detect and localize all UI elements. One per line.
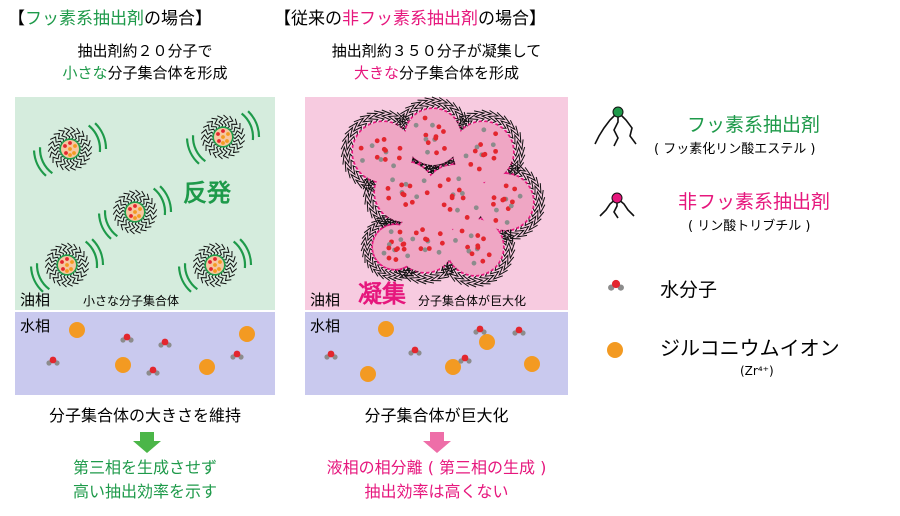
repulsion-arc: [247, 110, 261, 138]
right-subtitle-line1: 抽出剤約３５０分子が凝集して: [331, 42, 542, 60]
left-water-molecules: [46, 322, 255, 376]
repulsion-arc: [32, 150, 47, 177]
large-aggregate-drawing: [340, 96, 546, 288]
repulsion-arc: [87, 124, 102, 153]
repulsion-arc: [152, 187, 167, 216]
left-outcome: 第三相を生成させず 高い抽出効率を示す: [0, 456, 290, 504]
legend-zr-formula: (Zr⁴⁺): [740, 364, 774, 378]
right-subtitle-highlight: 大きな: [353, 64, 399, 82]
repulsion-arc: [239, 238, 253, 266]
right-water-label: 水相: [310, 317, 341, 335]
zr-ion: [445, 359, 461, 375]
repulsion-arc: [35, 263, 51, 291]
repulsion-arc: [38, 147, 54, 175]
zr-ion: [360, 366, 376, 382]
water-molecule: [158, 338, 172, 348]
repulsion-arc: [185, 138, 200, 165]
right-down-arrow: [423, 432, 451, 453]
zr-ion: [479, 334, 495, 350]
small-micelles-drawing: [29, 110, 261, 293]
right-result: 分子集合体が巨大化: [364, 406, 509, 425]
water-molecule: [46, 356, 60, 366]
left-down-arrow: [133, 432, 161, 453]
fluoro-extractant-icon: [594, 106, 637, 147]
water-molecule: [473, 325, 487, 335]
right-water-molecules: [324, 321, 540, 382]
zr-ion: [378, 321, 394, 337]
zr-ion: [239, 326, 255, 342]
left-header-rest: の場合】: [144, 9, 212, 29]
left-header: 【フッ素系抽出剤の場合】: [8, 4, 212, 29]
nonfluoro-extractant-icon: [599, 192, 635, 219]
left-subtitle-line1: 抽出剤約２０分子で: [77, 42, 213, 60]
repulsion-arc: [97, 213, 112, 240]
right-header-open: 【従来の: [274, 9, 342, 29]
legend-fluoro-title: フッ素系抽出剤: [687, 114, 821, 136]
right-header-highlight: 非フッ素系抽出剤: [342, 9, 478, 29]
extractant-molecule: [599, 192, 635, 219]
water-molecule: [146, 366, 160, 376]
legend-water-label: 水分子: [660, 279, 718, 301]
legend-fluoro-sub: ( フッ素化リン酸エステル ): [654, 142, 816, 157]
legend-zr-label: ジルコニウムイオン: [660, 336, 840, 360]
small-micelle: [44, 242, 90, 288]
giant-cluster-label: 分子集合体が巨大化: [418, 294, 527, 308]
repulsion-arc: [29, 266, 44, 293]
small-micelle: [200, 114, 246, 160]
repulsion-arc: [240, 112, 255, 141]
legend-nonfluoro-title: 非フッ素系抽出剤: [678, 191, 831, 213]
left-outcome-line2: 高い抽出効率を示す: [72, 482, 217, 501]
repulsion-arc: [177, 266, 192, 293]
repulsion-label: 反発: [183, 179, 231, 207]
right-outcome-line2: 抽出効率は高くない: [364, 482, 509, 501]
small-micelle: [112, 189, 158, 235]
right-header-rest: の場合】: [478, 9, 546, 29]
extractant-molecule: [594, 106, 637, 147]
left-subtitle-highlight: 小さな: [62, 64, 108, 82]
water-molecule-icon: [608, 279, 624, 291]
water-molecule: [120, 333, 134, 343]
small-micelle: [47, 126, 93, 172]
water-molecule: [408, 346, 422, 356]
zr-ion: [69, 322, 85, 338]
left-subtitle-rest: 分子集合体を形成: [107, 64, 228, 82]
left-oil-label: 油相: [20, 291, 51, 309]
right-subtitle-rest: 分子集合体を形成: [399, 64, 520, 82]
zirconium-ion-icon: [607, 342, 623, 358]
aggregation-label: 凝集: [358, 280, 406, 308]
left-result: 分子集合体の大きさを維持: [48, 406, 241, 425]
right-outcome-line1: 液相の相分離 ( 第三相の生成 ): [326, 458, 547, 477]
water-molecule: [230, 350, 244, 360]
zr-ion: [115, 357, 131, 373]
zr-ion: [524, 356, 540, 372]
right-water-phase: [305, 312, 568, 395]
right-subtitle: 抽出剤約３５０分子が凝集して 大きな分子集合体を形成: [290, 40, 583, 84]
repulsion-arc: [103, 210, 119, 238]
repulsion-arc: [91, 238, 105, 266]
zr-ion: [199, 359, 215, 375]
left-water-label: 水相: [20, 317, 51, 335]
repulsion-arc: [232, 240, 247, 269]
small-micelle: [192, 242, 238, 288]
water-molecule: [324, 350, 338, 360]
left-header-highlight: フッ素系抽出剤: [25, 9, 144, 29]
aggregate: [340, 96, 546, 288]
right-oil-label: 油相: [310, 291, 341, 309]
repulsion-arc: [94, 122, 108, 150]
water-molecule: [608, 279, 624, 291]
left-subtitle: 抽出剤約２０分子で 小さな分子集合体を形成: [15, 40, 275, 84]
water-molecule: [458, 354, 472, 364]
repulsion-arc: [84, 240, 99, 269]
legend-nonfluoro-sub: ( リン酸トリブチル ): [688, 219, 811, 234]
repulsion-arc: [191, 135, 207, 163]
small-cluster-label: 小さな分子集合体: [83, 294, 180, 308]
right-outcome: 液相の相分離 ( 第三相の生成 ) 抽出効率は高くない: [290, 456, 583, 504]
left-water-phase: [15, 312, 275, 395]
right-header: 【従来の非フッ素系抽出剤の場合】: [274, 4, 546, 29]
left-header-open: 【: [8, 9, 25, 29]
repulsion-arc: [159, 185, 173, 213]
water-molecule: [512, 326, 526, 336]
repulsion-arc: [183, 263, 199, 291]
left-outcome-line1: 第三相を生成させず: [72, 458, 217, 477]
